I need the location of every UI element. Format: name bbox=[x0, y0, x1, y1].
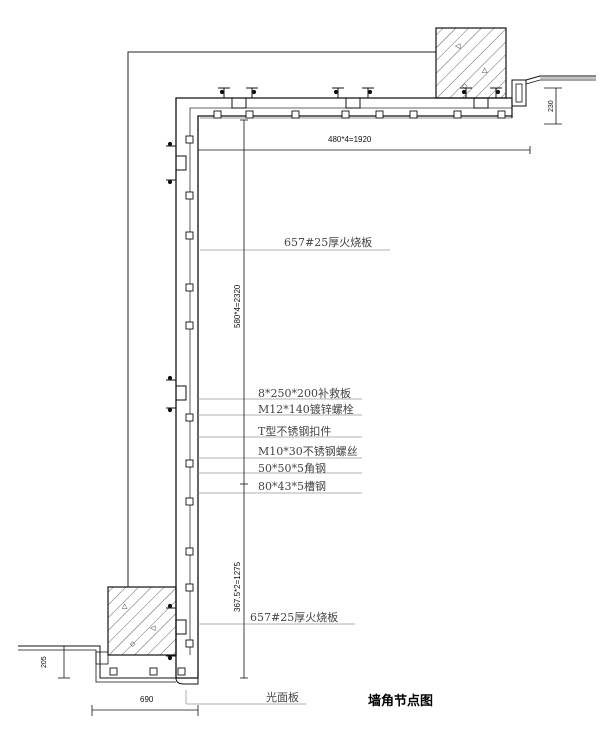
side-clips bbox=[185, 135, 194, 648]
svg-text:◇: ◇ bbox=[462, 82, 468, 90]
label-bolt: M12*140镀锌螺栓 bbox=[258, 402, 354, 416]
dim-vert-upper: 580*4=2320 bbox=[233, 284, 242, 328]
svg-text:△: △ bbox=[122, 602, 128, 610]
top-anchors bbox=[218, 87, 502, 109]
svg-text:△: △ bbox=[482, 66, 488, 74]
dim-top-span: 480*4=1920 bbox=[328, 135, 372, 144]
dim-right-offset: 230 bbox=[548, 100, 555, 112]
label-rescue-plate: 8*250*200补救板 bbox=[258, 386, 351, 400]
label-angle: 50*50*5角钢 bbox=[258, 462, 326, 475]
svg-text:◇: ◇ bbox=[130, 640, 136, 648]
concrete-block-top: ◁ △ ◇ bbox=[435, 27, 507, 99]
side-anchors bbox=[166, 141, 187, 661]
dim-vert-lower: 367.5*2=1275 bbox=[233, 561, 242, 612]
label-t-clip: T型不锈钢扣件 bbox=[258, 424, 331, 438]
label-panel-top: 657#25厚火烧板 bbox=[284, 235, 372, 249]
svg-text:◁: ◁ bbox=[150, 624, 156, 632]
leader-lines bbox=[185, 249, 390, 705]
svg-text:◁: ◁ bbox=[455, 42, 461, 50]
label-smooth-panel: 光面板 bbox=[266, 690, 299, 704]
label-panel-bottom: 657#25厚火烧板 bbox=[250, 610, 338, 624]
label-screw: M10*30不锈钢螺丝 bbox=[258, 445, 358, 458]
dimension-lines bbox=[58, 87, 562, 716]
label-channel: 80*43*5槽钢 bbox=[258, 480, 326, 493]
top-clips bbox=[213, 110, 506, 119]
drawing-title: 墙角节点图 bbox=[368, 693, 433, 709]
dim-left-offset: 205 bbox=[41, 656, 48, 668]
outer-building-line bbox=[127, 51, 436, 587]
concrete-block-bottom: △ ◁ ◇ bbox=[107, 586, 177, 656]
bottom-clips bbox=[109, 667, 186, 676]
dim-bottom-width: 690 bbox=[140, 695, 154, 704]
